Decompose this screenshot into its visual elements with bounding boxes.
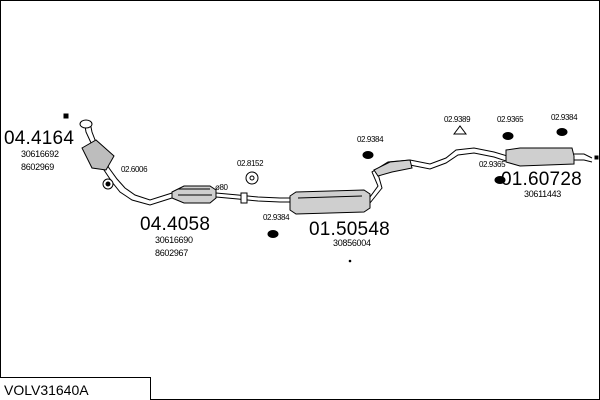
clamp (240, 192, 248, 204)
part-ref: 30611443 (524, 189, 561, 199)
accessory-code: 02.6006 (121, 165, 148, 174)
accessory-code: 02.9365 (497, 115, 524, 124)
catalyst-outlet (215, 192, 292, 199)
dimension-label: ø80 (215, 183, 228, 192)
part-ref: 30616690 (155, 235, 193, 245)
part-code: 04.4164 (4, 128, 75, 149)
part-code: 04.4058 (140, 214, 211, 235)
rubber-8152 (245, 171, 259, 185)
primary-catalyst (81, 139, 115, 171)
bracket-9389 (453, 125, 467, 135)
rubber-9365-a (502, 132, 514, 140)
flange-small (63, 113, 69, 119)
part-code: 01.60728 (501, 169, 582, 190)
rubber-9384-c (556, 128, 568, 136)
manifold-flange (79, 119, 93, 129)
accessory-code: 02.9384 (357, 135, 384, 144)
rear-silencer (505, 147, 575, 167)
middle-silencer (289, 189, 371, 215)
accessory-code: 02.9365 (479, 160, 506, 169)
part-ref: 30856004 (333, 238, 371, 248)
accessory-code: 02.9389 (444, 115, 471, 124)
rubber-9384-a (267, 230, 279, 238)
accessory-code: 02.9384 (551, 113, 578, 122)
model-code: VOLV31640A (4, 382, 89, 398)
part-ref: 8602967 (155, 248, 188, 258)
front-pipe (83, 119, 173, 206)
accessory-code: 02.9384 (263, 213, 290, 222)
accessory-code: 02.8152 (237, 159, 264, 168)
tailpipe (574, 153, 593, 159)
rubber-9365-b (494, 176, 506, 184)
front-pipe-inner (89, 121, 173, 201)
resonator (373, 159, 413, 177)
rubber-9384-b (362, 151, 374, 159)
model-box: VOLV31640A (0, 377, 151, 400)
part-ref: 8602969 (21, 162, 54, 172)
part-ref: 30616692 (21, 149, 59, 159)
part-code: 01.50548 (309, 219, 390, 240)
mid-pipe (369, 147, 523, 198)
